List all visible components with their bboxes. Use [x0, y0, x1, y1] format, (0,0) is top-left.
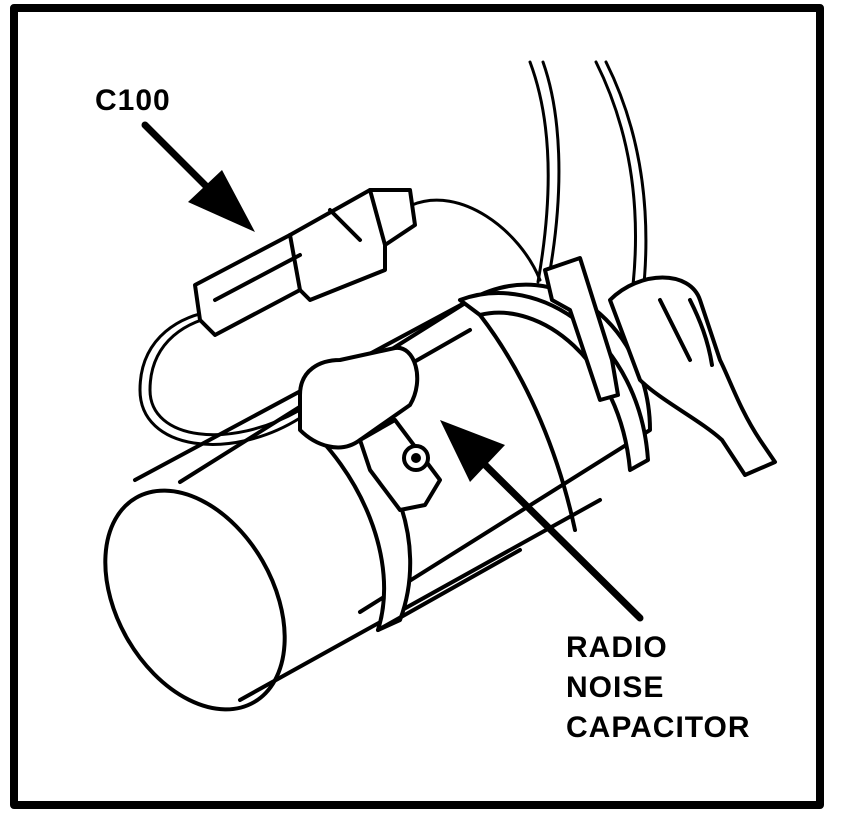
connector-to-coil-wire [410, 198, 542, 282]
capacitor-lead-2 [138, 310, 302, 446]
radio-noise-capacitor-label: RADIO NOISE CAPACITOR [566, 628, 751, 748]
figure-frame [10, 4, 824, 809]
capacitor-lead [148, 314, 302, 437]
coil-lower-edge [238, 498, 602, 702]
capacitor-label-line1: RADIO [566, 631, 668, 664]
capacitor-label-line3: CAPACITOR [566, 711, 751, 744]
capacitor-arrow-shaft [466, 446, 644, 622]
connector-c100 [193, 188, 417, 337]
coil-tower [608, 275, 777, 477]
coil-boot-ridges [658, 298, 714, 367]
terminal-bracket [543, 256, 620, 402]
coil-end-cap [103, 488, 287, 712]
capacitor-body [298, 345, 420, 450]
capacitor-label-line2: NOISE [566, 671, 665, 704]
upper-wire-left [528, 60, 550, 284]
capacitor-mount-tab [358, 418, 442, 512]
band-rear-edge [478, 313, 577, 532]
c100-arrow-head [188, 170, 255, 232]
upper-wire-left-inner [541, 60, 561, 284]
connector-c100-label: C100 [95, 84, 171, 117]
capacitor-arrow-head [440, 420, 505, 482]
